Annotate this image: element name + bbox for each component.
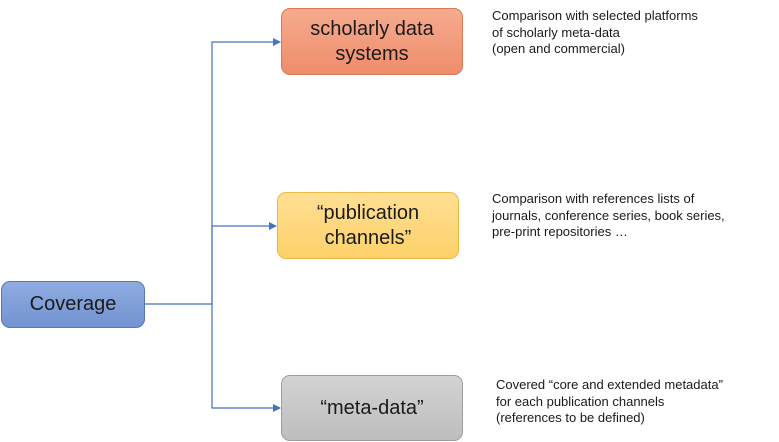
publication-channels-node: “publication channels” [277,192,459,259]
coverage-label: Coverage [29,293,117,316]
note-line: Comparison with selected platforms [492,8,698,23]
node-label-line: scholarly data [310,18,434,41]
scholarly-data-systems-note: Comparison with selected platforms of sc… [492,8,698,58]
node-label-line: “publication [316,202,420,225]
note-line: Comparison with references lists of [492,191,695,206]
node-label-line: systems [335,42,409,65]
note-line: pre-print repositories … [492,224,628,239]
scholarly-data-systems-node: scholarly data systems [281,8,463,75]
meta-data-note: Covered “core and extended metadata” for… [496,377,723,427]
publication-channels-note: Comparison with references lists of jour… [492,191,725,241]
node-label-line: channels” [324,226,412,249]
note-line: of scholarly meta-data [492,24,620,40]
note-line: Covered “core and extended metadata” [496,377,723,392]
note-line: journals, conference series, book series… [492,207,725,223]
meta-data-node: “meta-data” [281,375,463,441]
node-label-line: “meta-data” [320,396,424,419]
note-line: (open and commercial) [492,41,625,56]
connector-to-scholarly [211,38,281,304]
coverage-node: Coverage [1,281,145,328]
note-line: (references to be defined) [496,410,645,425]
note-line: for each publication channels [496,393,665,409]
connector-to-metadata [211,304,281,412]
connector-to-channels [211,222,277,304]
